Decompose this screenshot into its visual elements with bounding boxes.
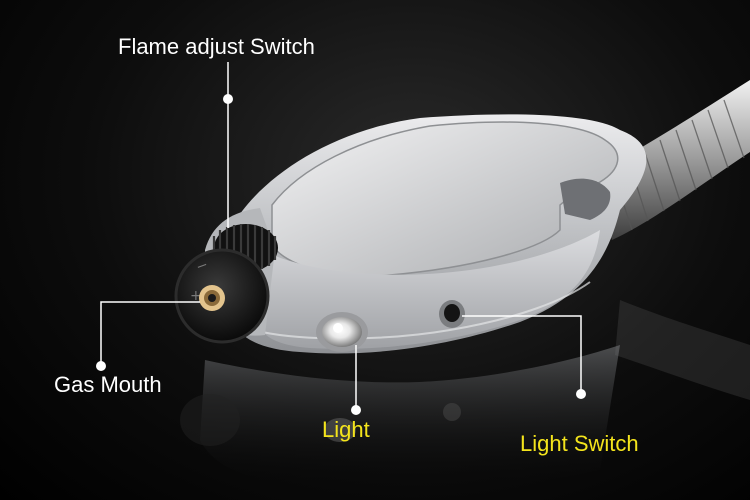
light-leader-dot	[351, 405, 361, 415]
led-light	[316, 312, 368, 352]
svg-text:−: −	[194, 257, 210, 276]
leader-dots	[96, 94, 586, 415]
svg-text:+: +	[190, 288, 202, 304]
light-switch-leader-dot	[576, 389, 586, 399]
light-label: Light	[322, 417, 370, 442]
floor-reflection	[200, 345, 620, 492]
switch-reflection	[443, 403, 461, 421]
light-switch-leader-line	[462, 315, 582, 394]
leader-lines	[100, 62, 582, 410]
light-switch-button	[439, 300, 465, 328]
flame-leader-dot	[223, 94, 233, 104]
led-reflection	[324, 418, 356, 442]
gas-leader-line	[100, 301, 200, 366]
light-switch-label: Light Switch	[520, 431, 639, 456]
gas-mouth-label: Gas Mouth	[54, 372, 162, 397]
gas-leader-dot	[96, 361, 106, 371]
flexible-neck	[592, 80, 750, 400]
flame-adjust-switch-label: Flame adjust Switch	[118, 34, 315, 59]
gas-mouth-nozzle	[199, 285, 225, 311]
dial-reflection	[180, 394, 240, 446]
